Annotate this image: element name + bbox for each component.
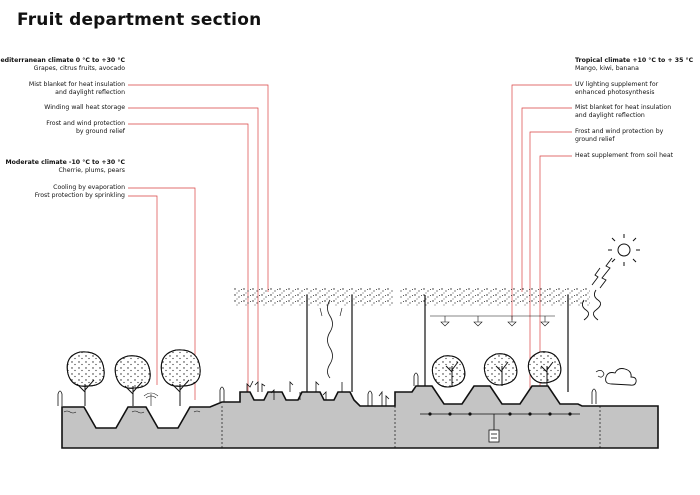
annotation-sprinkling: Frost protection by sprinkling	[34, 192, 125, 199]
uv-lamps	[440, 316, 550, 327]
trees-left	[66, 349, 201, 406]
tropical-heading: Tropical climate +10 °C to + 35 °C	[575, 57, 694, 64]
annotation-tropical-frost-2: ground relief	[575, 136, 615, 143]
annotation-mist-1: Mist blanket for heat insulation	[28, 81, 125, 88]
cloud-icon	[605, 368, 637, 386]
greenhouse-frames	[306, 295, 569, 392]
winding-wall	[327, 299, 333, 379]
annotation-wall-storage: Winding wall heat storage	[44, 104, 125, 111]
annotation-uv-1: UV lighting supplement for	[575, 81, 659, 88]
mist-blanket	[234, 288, 590, 306]
leader-lines-right	[511, 84, 572, 412]
annotation-tropical-mist-2: and daylight reflection	[575, 112, 645, 119]
sprinkler-icon	[143, 392, 159, 406]
trees-tropical	[431, 351, 562, 388]
dashed-dividers	[221, 406, 601, 448]
annotation-tropical-mist-1: Mist blanket for heat insulation	[575, 104, 672, 111]
tropical-fruits: Mango, kiwi, banana	[575, 65, 639, 72]
moderate-fruits: Cherrie, plums, pears	[58, 167, 125, 174]
moderate-heading: Moderate climate -10 °C to +30 °C	[5, 159, 125, 166]
sun-icon	[608, 234, 640, 266]
page-title: Fruit department section	[17, 10, 262, 30]
annotation-tropical-frost-1: Frost and wind protection by	[575, 128, 664, 135]
annotation-mist-2: and daylight reflection	[55, 89, 125, 96]
small-plants	[57, 372, 597, 406]
ground-relief	[61, 385, 659, 449]
soil-heat-system	[420, 412, 580, 443]
mediterranean-heading: Mediterranean climate 0 °C to +30 °C	[0, 57, 125, 64]
spiral-wind-icon	[595, 370, 605, 378]
leader-lines-left	[128, 84, 269, 400]
annotation-cooling: Cooling by evaporation	[53, 184, 125, 191]
annotation-frost-2: by ground relief	[75, 128, 125, 135]
mediterranean-fruits: Grapes, citrus fruits, avocado	[33, 65, 125, 72]
water-surface	[63, 410, 201, 414]
annotation-frost-1: Frost and wind protection	[46, 120, 125, 127]
annotation-uv-2: enhanced photosynthesis	[575, 89, 655, 96]
annotation-soil-heat: Heat supplement from soil heat	[575, 152, 674, 159]
wind-icon	[581, 257, 613, 321]
